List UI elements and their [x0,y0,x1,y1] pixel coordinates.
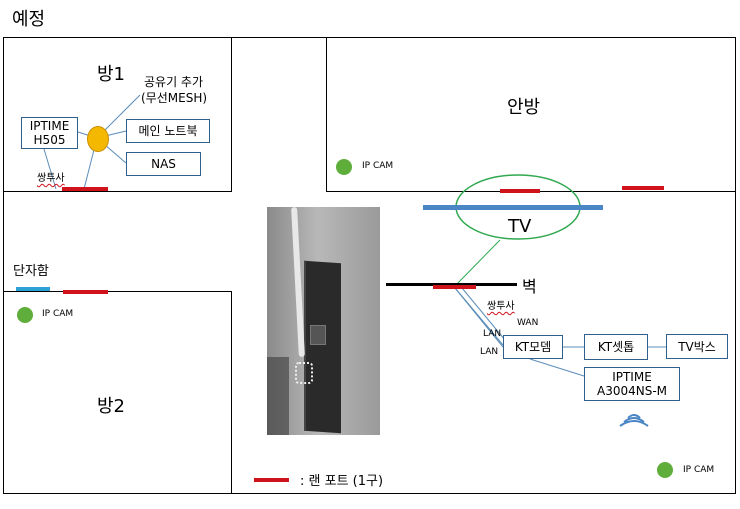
lan-port-master-1 [500,189,540,193]
room-1-label: 방1 [97,64,126,85]
router-line1: IPTIME [29,119,70,133]
master-room-label: 안방 [507,97,541,118]
ip-cam-living-icon [657,462,673,478]
kt-settop-label: KT셋톱 [597,340,635,354]
photo-shadow [267,357,289,435]
kt-settop[interactable]: KT셋톱 [584,334,648,360]
page-title: 예정 [12,9,46,30]
kt-modem-label: KT모뎀 [514,340,552,354]
wall-label: 벽 [522,277,537,296]
ip-cam-master-label: IP CAM [362,161,394,171]
wall-plate [304,260,341,434]
cable-coil [295,362,313,384]
wan-label: WAN [517,318,539,328]
mesh-ap-line2: (무선MESH) [141,91,208,105]
cable [291,207,305,358]
main-laptop-label: 메인 노트북 [138,124,198,138]
ip-cam-living-label: IP CAM [683,465,715,475]
terminal-box-label: 단자함 [13,264,49,279]
router-iptime-h505[interactable]: IPTIME H505 [21,117,78,149]
terminal-box-marker [16,287,50,291]
twisted-pair-label-room1: 쌍투사 [37,173,65,184]
iptime-a3004-line1: IPTIME [612,370,652,384]
lan-port-terminal [63,290,108,294]
nas[interactable]: NAS [126,152,201,176]
room-2-label: 방2 [97,396,126,417]
ip-cam-room2-icon [17,307,33,323]
mesh-ap-line1: 공유기 추가 [144,75,204,89]
lan-port-wall [433,285,476,289]
wall-line [386,283,517,286]
router-line2: H505 [33,133,66,147]
lan-port-master-2 [622,186,664,190]
room-2 [3,291,232,494]
iptime-a3004-line2: A3004NS-M [596,384,668,398]
lan-label-2: LAN [480,347,499,357]
twisted-pair-label-wall: 쌍투사 [487,301,515,312]
tv-bar [423,205,603,210]
legend-lan-port-swatch [254,478,289,482]
ip-cam-master-icon [336,159,352,175]
wifi-icon [619,414,649,427]
wall-plate-photo [267,207,380,435]
outer-floor [3,37,736,494]
legend-label: : 랜 포트 (1구) [300,474,384,489]
nas-label: NAS [151,157,176,171]
lan-port-room1 [62,187,108,191]
tv-box[interactable]: TV박스 [666,334,728,359]
tv-label: TV [508,216,532,237]
iptime-a3004[interactable]: IPTIME A3004NS-M [584,367,680,401]
main-laptop[interactable]: 메인 노트북 [126,119,210,143]
lan-label-1: LAN [483,329,502,339]
tv-box-label: TV박스 [678,339,716,354]
switch-node-icon [87,126,109,152]
kt-modem[interactable]: KT모뎀 [503,335,563,359]
lan-socket [310,325,326,345]
ip-cam-room2-label: IP CAM [42,309,74,319]
